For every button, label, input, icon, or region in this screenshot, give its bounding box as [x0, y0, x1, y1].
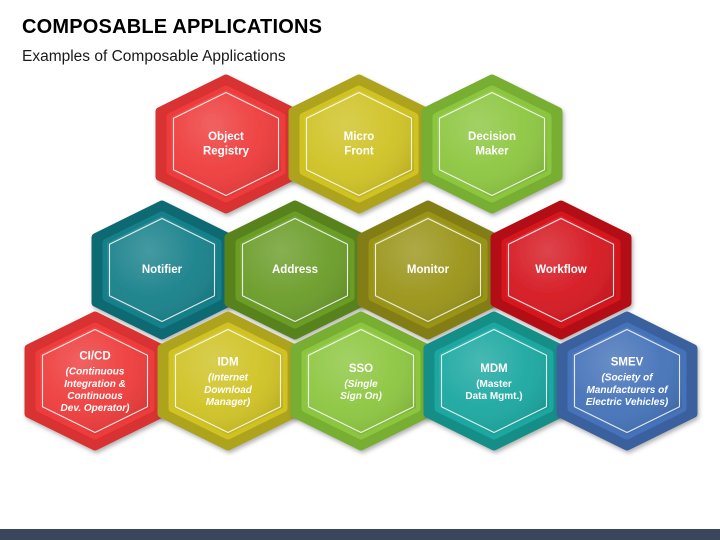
- hex-subtitle-line: Continuous: [67, 391, 123, 402]
- hex-inner-outline: [108, 217, 216, 323]
- hex-cell-monitor[interactable]: Monitor: [357, 200, 499, 340]
- hex-title-line: Decision: [468, 131, 516, 143]
- hex-cell-workflow[interactable]: Workflow: [490, 200, 632, 340]
- hex-subtitle-line: Integration &: [64, 378, 126, 389]
- hex-inner-outline: [507, 217, 615, 323]
- hex-cell-notifier[interactable]: Notifier: [91, 200, 233, 340]
- hex-title-line: Maker: [475, 145, 509, 157]
- footer-bar: [0, 529, 720, 540]
- hex-row-middle-row: Notifier Address Monitor Workflow: [91, 200, 632, 340]
- hex-sheen: [373, 216, 483, 324]
- hex-title-line: Registry: [203, 145, 250, 157]
- hex-title-line: CI/CD: [79, 351, 110, 363]
- hex-subtitle-line: Sign On): [340, 391, 382, 402]
- hex-inner-outline: [438, 91, 546, 197]
- hex-inner-outline: [172, 91, 280, 197]
- hex-subtitle-line: (Society of: [601, 372, 654, 383]
- hex-title-line: Monitor: [407, 264, 450, 276]
- hex-sheen: [173, 327, 283, 435]
- hex-title-line: Front: [344, 145, 374, 157]
- hex-subtitle-line: (Continuous: [66, 366, 125, 377]
- hex-title-line: Notifier: [142, 264, 183, 276]
- hex-inner-outline: [573, 328, 681, 434]
- hex-subtitle-line: (Master: [476, 378, 512, 389]
- hex-inner-outline: [374, 217, 482, 323]
- hex-title-line: SSO: [349, 363, 373, 375]
- hex-sheen: [240, 216, 350, 324]
- hex-subtitle-line: Manager): [206, 397, 251, 408]
- hex-subtitle-line: Dev. Operator): [61, 403, 131, 414]
- hex-label-address: Address: [272, 264, 318, 276]
- hex-title-line: Object: [208, 131, 244, 143]
- hex-inner-outline: [305, 91, 413, 197]
- hex-sheen: [40, 327, 150, 435]
- hex-inner-outline: [174, 328, 282, 434]
- hex-sheen: [107, 216, 217, 324]
- page-subtitle: Examples of Composable Applications: [22, 48, 286, 65]
- hex-title-line: IDM: [217, 357, 238, 369]
- hex-inner-outline: [241, 217, 349, 323]
- hex-sheen: [304, 90, 414, 198]
- hex-cell-address[interactable]: Address: [224, 200, 366, 340]
- hex-label-notifier: Notifier: [142, 264, 183, 276]
- hex-label-workflow: Workflow: [535, 264, 587, 276]
- hex-sheen: [439, 327, 549, 435]
- hex-title-line: Address: [272, 264, 318, 276]
- hex-label-monitor: Monitor: [407, 264, 450, 276]
- hex-title-line: Workflow: [535, 264, 587, 276]
- hex-subtitle-line: Download: [204, 385, 253, 396]
- hex-sheen: [437, 90, 547, 198]
- hex-title-line: MDM: [480, 363, 507, 375]
- hex-subtitle-line: Electric Vehicles): [586, 397, 669, 408]
- hex-subtitle-line: Manufacturers of: [586, 385, 669, 396]
- hex-sheen: [306, 327, 416, 435]
- hex-title-line: SMEV: [611, 357, 644, 369]
- hex-sheen: [506, 216, 616, 324]
- hex-subtitle-line: (Internet: [208, 372, 249, 383]
- hex-sheen: [171, 90, 281, 198]
- page-title: COMPOSABLE APPLICATIONS: [22, 16, 323, 38]
- hex-subtitle-line: Data Mgmt.): [465, 391, 522, 402]
- hex-title-line: Micro: [344, 131, 375, 143]
- hex-inner-outline: [307, 328, 415, 434]
- hex-inner-outline: [41, 328, 149, 434]
- hex-sheen: [572, 327, 682, 435]
- hex-subtitle-line: (Single: [344, 378, 378, 389]
- hex-inner-outline: [440, 328, 548, 434]
